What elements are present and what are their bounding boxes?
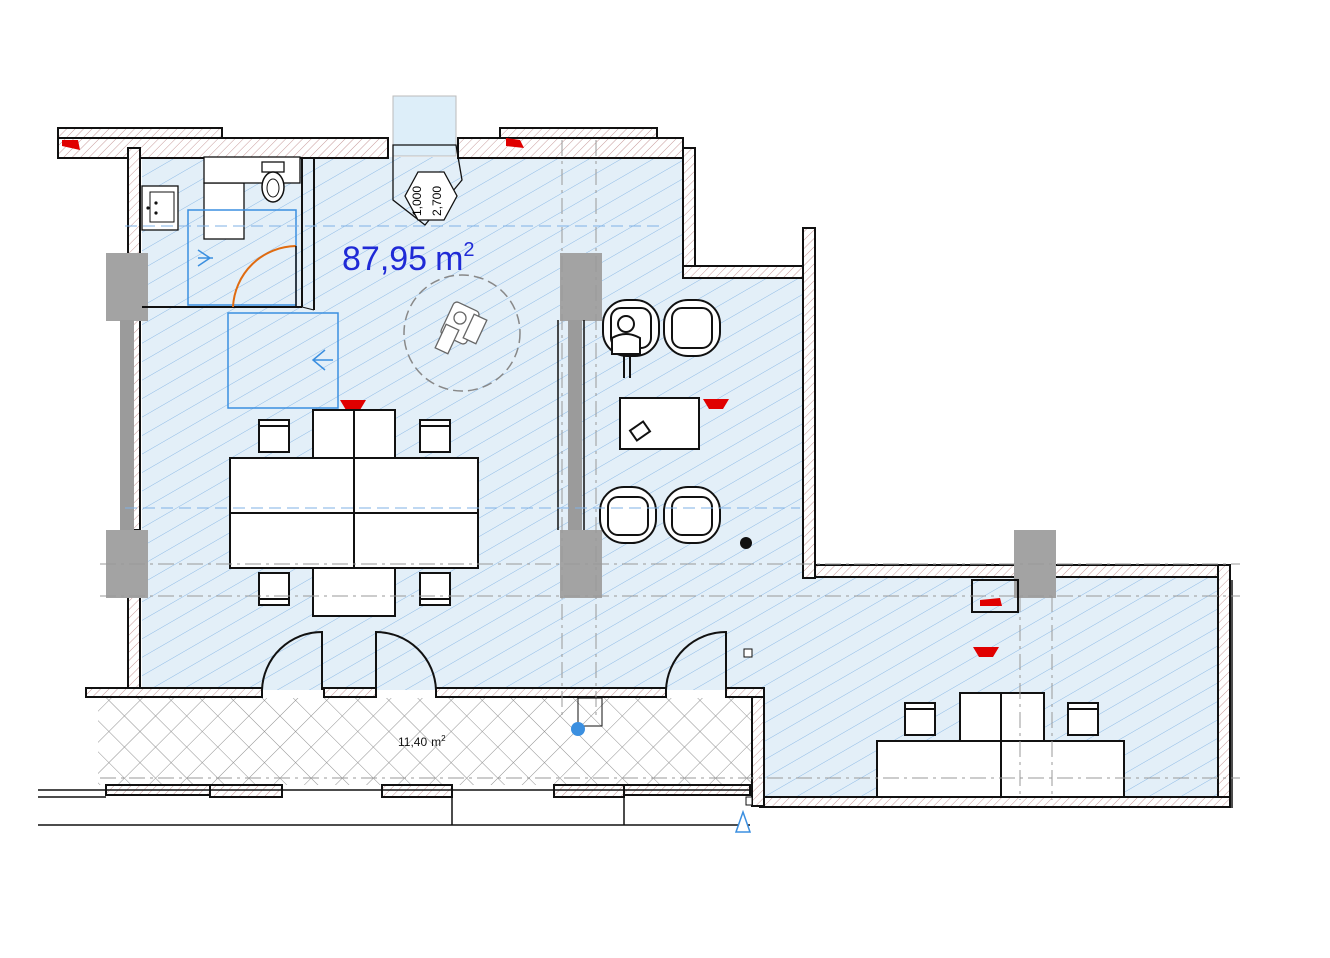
window-height-label: 2,700 — [430, 186, 444, 216]
chair — [419, 572, 451, 606]
person-seated-icon — [611, 315, 641, 378]
floor-area — [142, 150, 1220, 800]
window-sill-marks — [62, 138, 1002, 606]
terrace-area-value: 11,40 — [398, 735, 427, 749]
smoke-detector-icon — [340, 400, 366, 410]
chairs-left — [258, 419, 451, 606]
window-dimension-marker — [404, 171, 458, 221]
coffee-table — [619, 397, 700, 450]
chair — [1067, 702, 1099, 736]
chair — [258, 572, 290, 606]
chair — [258, 419, 290, 453]
terrace-area-unit: m — [431, 735, 441, 749]
armchair-icon — [599, 486, 657, 544]
smoke-detectors — [340, 399, 999, 657]
smoke-detector-icon — [973, 647, 999, 657]
turn-arrow-icon — [197, 249, 213, 267]
workstation-desks — [876, 692, 1125, 798]
main-area-unit: m — [435, 240, 463, 278]
chair — [419, 419, 451, 453]
terrace — [98, 698, 760, 785]
door-stop-icon — [743, 648, 753, 658]
doors — [261, 630, 727, 691]
main-area-exponent: 2 — [463, 239, 474, 261]
door-swing — [261, 630, 323, 691]
section-marker-icon — [734, 796, 753, 833]
window-width-label: 1,000 — [410, 186, 424, 216]
partition — [557, 320, 585, 530]
chair — [904, 702, 936, 736]
armchair-icon — [663, 486, 721, 544]
door-swing — [665, 630, 727, 691]
power-outlet-dot — [740, 537, 752, 549]
wc-door-swing — [232, 245, 297, 308]
wc-room — [141, 156, 339, 409]
armchair-icon — [663, 299, 721, 357]
reference-lines — [100, 140, 1240, 800]
column — [560, 253, 602, 321]
sink-icon — [141, 185, 179, 231]
sensor-box — [577, 697, 603, 727]
skylight-window: 1,000 2,700 — [392, 95, 463, 226]
meeting-table — [229, 409, 479, 617]
wheelchair-turning-circle-icon — [403, 274, 521, 392]
main-area-value: 87,95 — [342, 240, 427, 278]
phone-icon — [628, 420, 652, 442]
column — [106, 253, 148, 321]
facade-lines — [38, 580, 1233, 826]
smoke-detector-icon — [703, 399, 729, 409]
door-swing — [375, 630, 437, 691]
turn-arrow-icon — [311, 349, 333, 371]
terrace-area-exponent: 2 — [441, 734, 446, 743]
lounge-furniture — [599, 299, 721, 544]
toilet-icon — [261, 161, 285, 203]
selection-handle[interactable] — [571, 722, 585, 736]
